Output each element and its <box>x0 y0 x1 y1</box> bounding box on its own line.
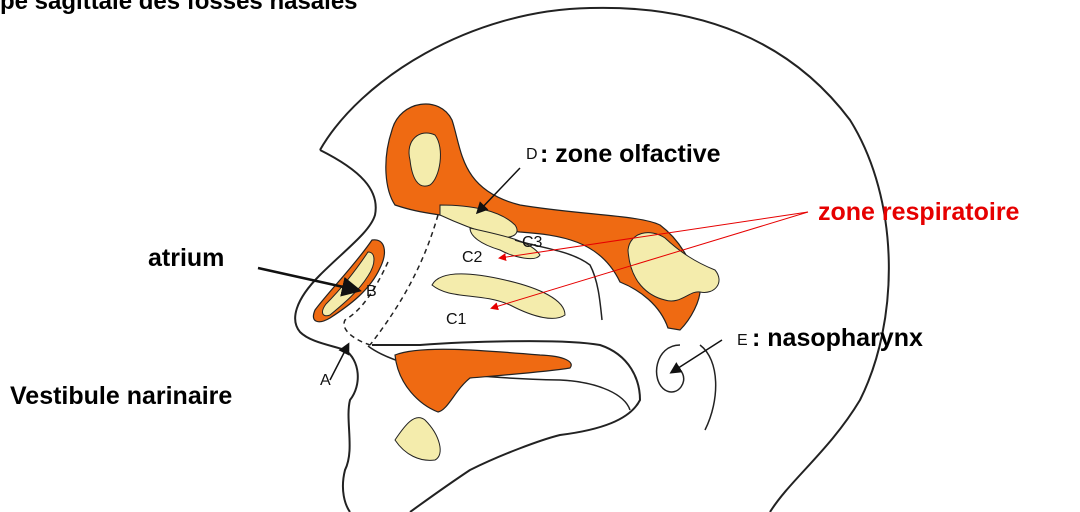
nasopharynx-curl <box>657 345 684 392</box>
arrow-A <box>330 345 348 380</box>
dashed-boundary-1 <box>370 215 438 345</box>
label-zone-respiratoire: zone respiratoire <box>818 198 1019 227</box>
label-E: E <box>737 332 748 350</box>
pharynx-wall <box>700 345 716 430</box>
label-C3: C3 <box>522 234 542 252</box>
label-C2: C2 <box>462 249 482 267</box>
label-C1: C1 <box>446 311 466 329</box>
label-D: D <box>526 146 538 164</box>
face-profile <box>295 150 376 512</box>
jaw-fragment <box>395 418 440 461</box>
label-A: A <box>320 372 331 390</box>
hard-palate <box>395 349 571 412</box>
label-B: B <box>366 283 377 301</box>
label-vestibule-narinaire: Vestibule narinaire <box>10 382 232 411</box>
label-atrium: atrium <box>148 244 224 273</box>
label-nasopharynx: : nasopharynx <box>752 324 923 353</box>
label-zone-olfactive: : zone olfactive <box>540 140 721 169</box>
diagram-title: pe sagittale des fosses nasales <box>0 0 358 16</box>
